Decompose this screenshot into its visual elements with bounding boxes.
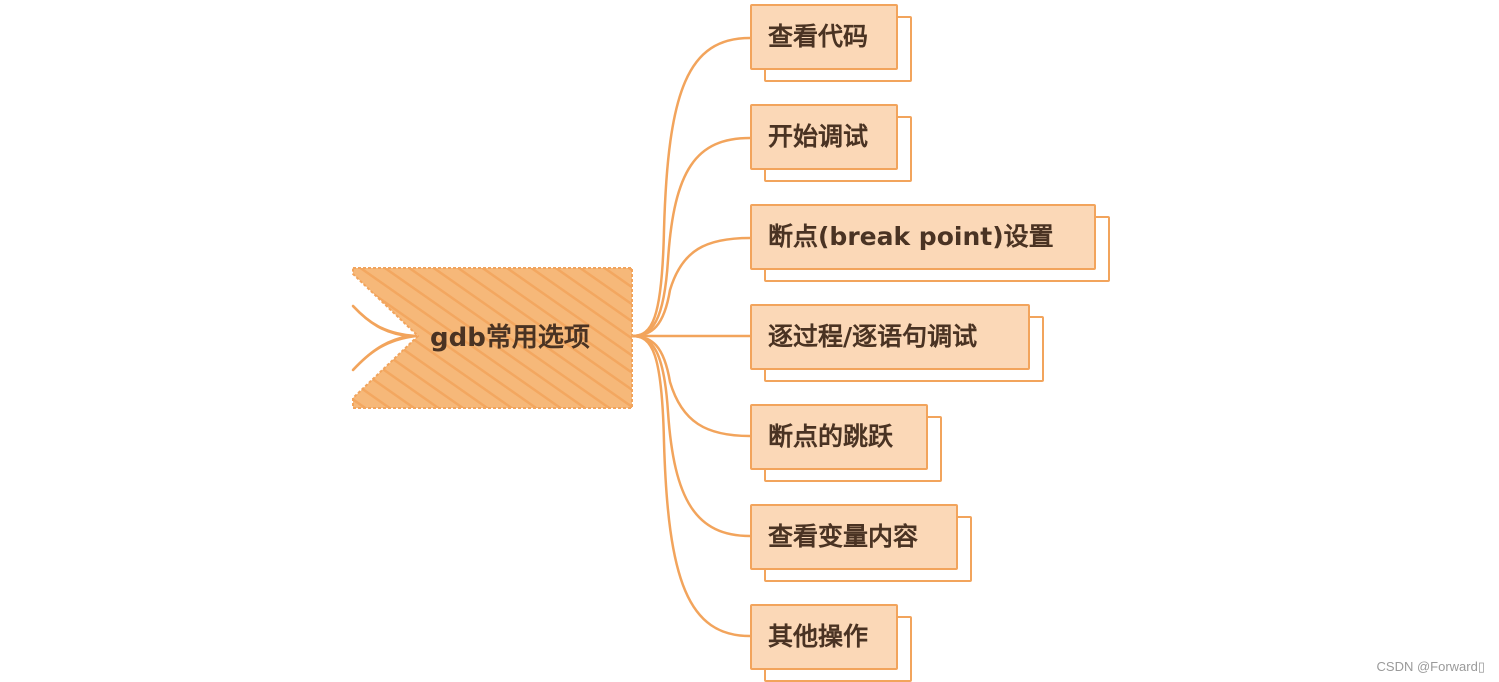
connector-6: [630, 334, 752, 538]
branch-node-start-debug: 开始调试: [750, 104, 912, 182]
connector-7: [630, 334, 752, 638]
node-box: [750, 304, 1030, 370]
branch-node-view-code: 查看代码: [750, 4, 912, 82]
branch-node-breakpoint-setting: 断点(break point)设置: [750, 204, 1110, 282]
branch-node-step-debug: 逐过程/逐语句调试: [750, 304, 1044, 382]
node-box: [750, 4, 898, 70]
node-label: 逐过程/逐语句调试: [768, 322, 978, 351]
node-label: 其他操作: [768, 622, 869, 651]
watermark: CSDN @Forward▯: [1376, 659, 1485, 674]
node-box: [750, 104, 898, 170]
node-label: 断点的跳跃: [768, 422, 894, 451]
root-node-label: gdb常用选项: [430, 323, 590, 353]
node-box: [750, 604, 898, 670]
node-box: [750, 504, 958, 570]
branch-node-other-operations: 其他操作: [750, 604, 912, 682]
connector-5: [630, 334, 752, 438]
connector-2: [630, 136, 752, 338]
node-label: 查看代码: [768, 22, 869, 51]
central-node-shape: [352, 267, 633, 409]
node-box: [750, 204, 1096, 270]
node-label: 查看变量内容: [768, 522, 919, 551]
branch-node-breakpoint-jump: 断点的跳跃: [750, 404, 942, 482]
connector-1: [630, 36, 752, 338]
connector-3: [630, 236, 752, 338]
connectors: [351, 36, 752, 638]
node-label: 断点(break point)设置: [768, 222, 1054, 251]
node-box: [750, 404, 928, 470]
branch-node-view-variables: 查看变量内容: [750, 504, 972, 582]
node-label: 开始调试: [768, 122, 869, 151]
